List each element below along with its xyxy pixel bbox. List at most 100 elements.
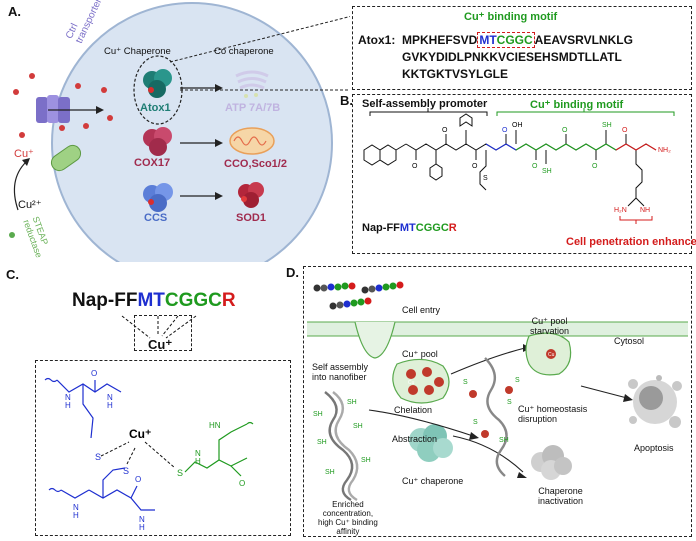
penetration-label: Cell penetration enhancer (566, 236, 696, 248)
apoptosis-label: Apoptosis (634, 443, 674, 453)
cox17-label: COX17 (134, 157, 171, 169)
svg-text:O: O (502, 127, 508, 134)
panel-letter-d: D. (286, 265, 299, 280)
b-peptide-mt: MT (399, 222, 416, 234)
svg-text:SH: SH (602, 122, 612, 129)
svg-text:O: O (592, 163, 598, 170)
svg-text:S: S (507, 399, 512, 406)
inactivated-chaperone-blob (531, 445, 572, 480)
b-motif-label: Cu⁺ binding motif (530, 99, 624, 111)
atp-label: ATP 7A/7B (225, 102, 281, 114)
svg-text:S: S (473, 419, 478, 426)
cu-pool-cell (392, 358, 450, 404)
svg-text:S: S (515, 377, 520, 384)
svg-text:N: N (65, 393, 71, 402)
panel-a-diagram (9, 2, 350, 262)
transporter-icon (36, 95, 104, 123)
svg-text:S: S (177, 468, 183, 478)
svg-text:H: H (139, 523, 145, 532)
nap-ffmtcggcr-structure: OH SH SH S NH₂ H₂N NH O O O O O O O O (363, 108, 675, 224)
chelation-label: Chelation (394, 405, 433, 415)
seq-line1-post: AEAVSRVLNKLG (534, 33, 633, 47)
svg-text:O: O (472, 163, 478, 170)
nanofiber-middle (484, 357, 508, 477)
svg-text:O: O (135, 475, 141, 484)
cox17-protein-icon (143, 127, 172, 156)
chaperone-inactivation-label: Chaperone inactivation (538, 486, 584, 506)
peptide-chain-1 (313, 282, 356, 292)
svg-text:SH: SH (499, 437, 509, 444)
cytosol-label: Cytosol (614, 336, 645, 346)
mitochondrion-icon (229, 127, 275, 155)
b-peptide-cggc: CGGC (415, 222, 449, 234)
homeostasis-label: Cu⁺ homeostasis disruption (518, 404, 588, 424)
ccs-protein-icon (143, 183, 173, 212)
cu-chaperone-header: Cu⁺ Chaperone (104, 46, 171, 57)
c-peptide-name: Nap-FFMTCGGCR (72, 290, 236, 312)
panel-letter-b: B. (340, 93, 353, 108)
svg-text:N: N (139, 515, 145, 524)
b-peptide-pre: Nap-FF (362, 222, 400, 234)
cu-plus-label: Cu⁺ (14, 148, 34, 160)
sod1-protein-icon (238, 182, 264, 208)
seq-motif-label: Cu⁺ binding motif (464, 11, 558, 23)
chaperone-blob (409, 424, 453, 462)
b-peptide-r: R (448, 222, 457, 234)
svg-text:SH: SH (317, 439, 327, 446)
svg-text:O: O (239, 479, 245, 488)
cu-pool-label: Cu⁺ pool (402, 349, 438, 359)
svg-text:NH: NH (640, 207, 650, 214)
steap-icon (50, 144, 82, 172)
atox1-protein-icon (143, 69, 172, 98)
seq-line1-pre: MPKHEFSVD (402, 33, 478, 47)
svg-text:O: O (562, 127, 568, 134)
cu-2plus-label: Cu²⁺ (18, 199, 42, 211)
svg-text:S: S (95, 452, 101, 462)
svg-text:S: S (123, 466, 129, 476)
cell-body (51, 2, 333, 262)
svg-text:Cu⁺: Cu⁺ (129, 427, 151, 441)
co-chaperone-header: Co chaperone (214, 46, 274, 57)
c-coordination-structure: Cu⁺ S S S N H O N H O HN N H N H O N H (44, 369, 254, 532)
svg-text:S: S (483, 175, 488, 182)
svg-text:SH: SH (313, 411, 323, 418)
panel-d-diagram: SH SH SH SH SH SH S S S S SH (307, 281, 688, 502)
peptide-chain-3 (329, 297, 372, 310)
c-zoom-box (134, 315, 192, 351)
enriched-label: Enriched concentration, high Cu⁺ binding… (318, 500, 378, 536)
svg-text:SH: SH (353, 423, 363, 430)
seq-line2: GVKYDIDLPNKKVCIESEHSMDTLLATL (402, 50, 622, 64)
svg-text:SH: SH (347, 399, 357, 406)
abstraction-label: Abstraction (392, 434, 438, 444)
svg-text:SH: SH (325, 469, 335, 476)
sod1-label: SOD1 (236, 212, 266, 224)
svg-text:H: H (65, 401, 71, 410)
membrane (307, 322, 688, 336)
sequence-box (352, 6, 692, 90)
svg-text:H: H (73, 511, 79, 520)
apoptosis-cell (628, 375, 682, 428)
svg-text:SH: SH (542, 168, 552, 175)
panel-d-box (303, 266, 692, 537)
c-peptide-pre: Nap-FF (72, 290, 138, 311)
cu-chaperone-label: Cu⁺ chaperone (402, 476, 464, 486)
seq-cggc: CGGC (496, 33, 533, 47)
svg-text:O: O (442, 127, 448, 134)
peptide-chain-2 (361, 281, 404, 294)
seq-line3: KKTGKTVSYLGLE (402, 67, 509, 81)
svg-text:S: S (463, 379, 468, 386)
atox1-label: Atox1 (140, 102, 171, 114)
svg-text:H: H (107, 401, 113, 410)
c-cu-label: Cu⁺ (148, 337, 173, 352)
c-peptide-cggc: CGGC (164, 290, 222, 311)
svg-text:O: O (412, 163, 418, 170)
svg-text:N: N (195, 449, 201, 458)
svg-text:O: O (532, 163, 538, 170)
svg-text:H₂N: H₂N (614, 207, 627, 214)
svg-text:N: N (107, 393, 113, 402)
svg-text:O: O (91, 369, 97, 378)
seq-mt: MT (479, 33, 497, 47)
panel-letter-c: C. (6, 267, 19, 282)
seq-name: Atox1: (358, 33, 396, 47)
